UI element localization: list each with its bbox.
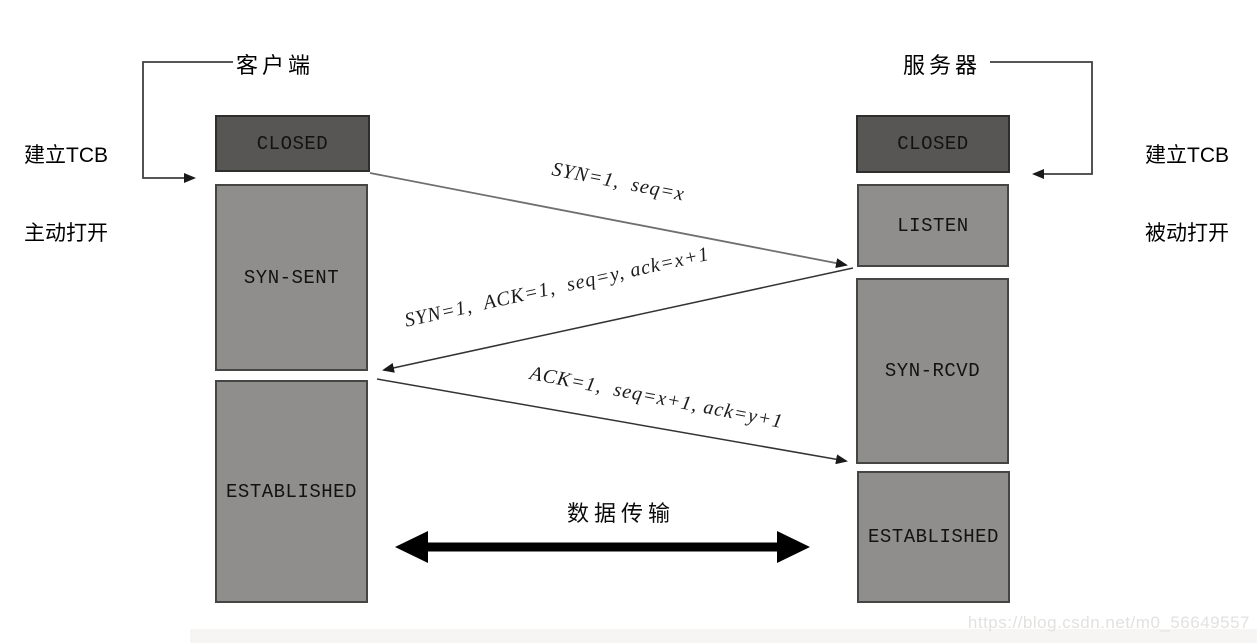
watermark: https://blog.csdn.net/m0_56649557: [967, 613, 1250, 632]
client-state-syn-sent: SYN-SENT: [215, 184, 368, 371]
data-transfer-arrow: [395, 531, 810, 563]
ack-arrow: [376, 378, 848, 465]
server-state-established: ESTABLISHED: [857, 471, 1010, 603]
client-state-established: ESTABLISHED: [215, 380, 368, 603]
client-title: 客户端: [236, 53, 315, 78]
syn-ack-arrow: [382, 267, 854, 373]
server-tcb-note-line2: 被动打开: [1145, 222, 1229, 245]
server-tcb-note-line1: 建立TCB: [1145, 144, 1229, 167]
client-state-established-label: ESTABLISHED: [226, 480, 357, 503]
server-state-listen-label: LISTEN: [897, 214, 969, 237]
client-state-closed: CLOSED: [215, 115, 370, 172]
server-state-established-label: ESTABLISHED: [868, 526, 999, 548]
client-state-syn-sent-label: SYN-SENT: [243, 266, 340, 289]
client-tcb-note-line2: 主动打开: [24, 222, 108, 245]
syn-arrow: [369, 172, 848, 269]
server-state-listen: LISTEN: [857, 184, 1009, 267]
server-title: 服务器: [903, 53, 982, 78]
client-tcb-note: 建立TCB 主动打开: [10, 91, 122, 299]
server-state-closed-label: CLOSED: [897, 133, 969, 155]
server-state-closed: CLOSED: [856, 115, 1010, 173]
server-tcb-note: 建立TCB 被动打开: [1131, 91, 1243, 299]
client-tcb-note-line1: 建立TCB: [24, 144, 108, 167]
server-state-syn-rcvd: SYN-RCVD: [856, 278, 1009, 464]
data-transfer-label: 数据传输: [567, 501, 676, 526]
client-state-closed-label: CLOSED: [256, 132, 329, 155]
client-open-connector: [142, 61, 233, 183]
bottom-cutoff-band: [190, 629, 1257, 643]
server-state-syn-rcvd-label: SYN-RCVD: [884, 360, 981, 382]
server-open-connector: [990, 61, 1093, 179]
